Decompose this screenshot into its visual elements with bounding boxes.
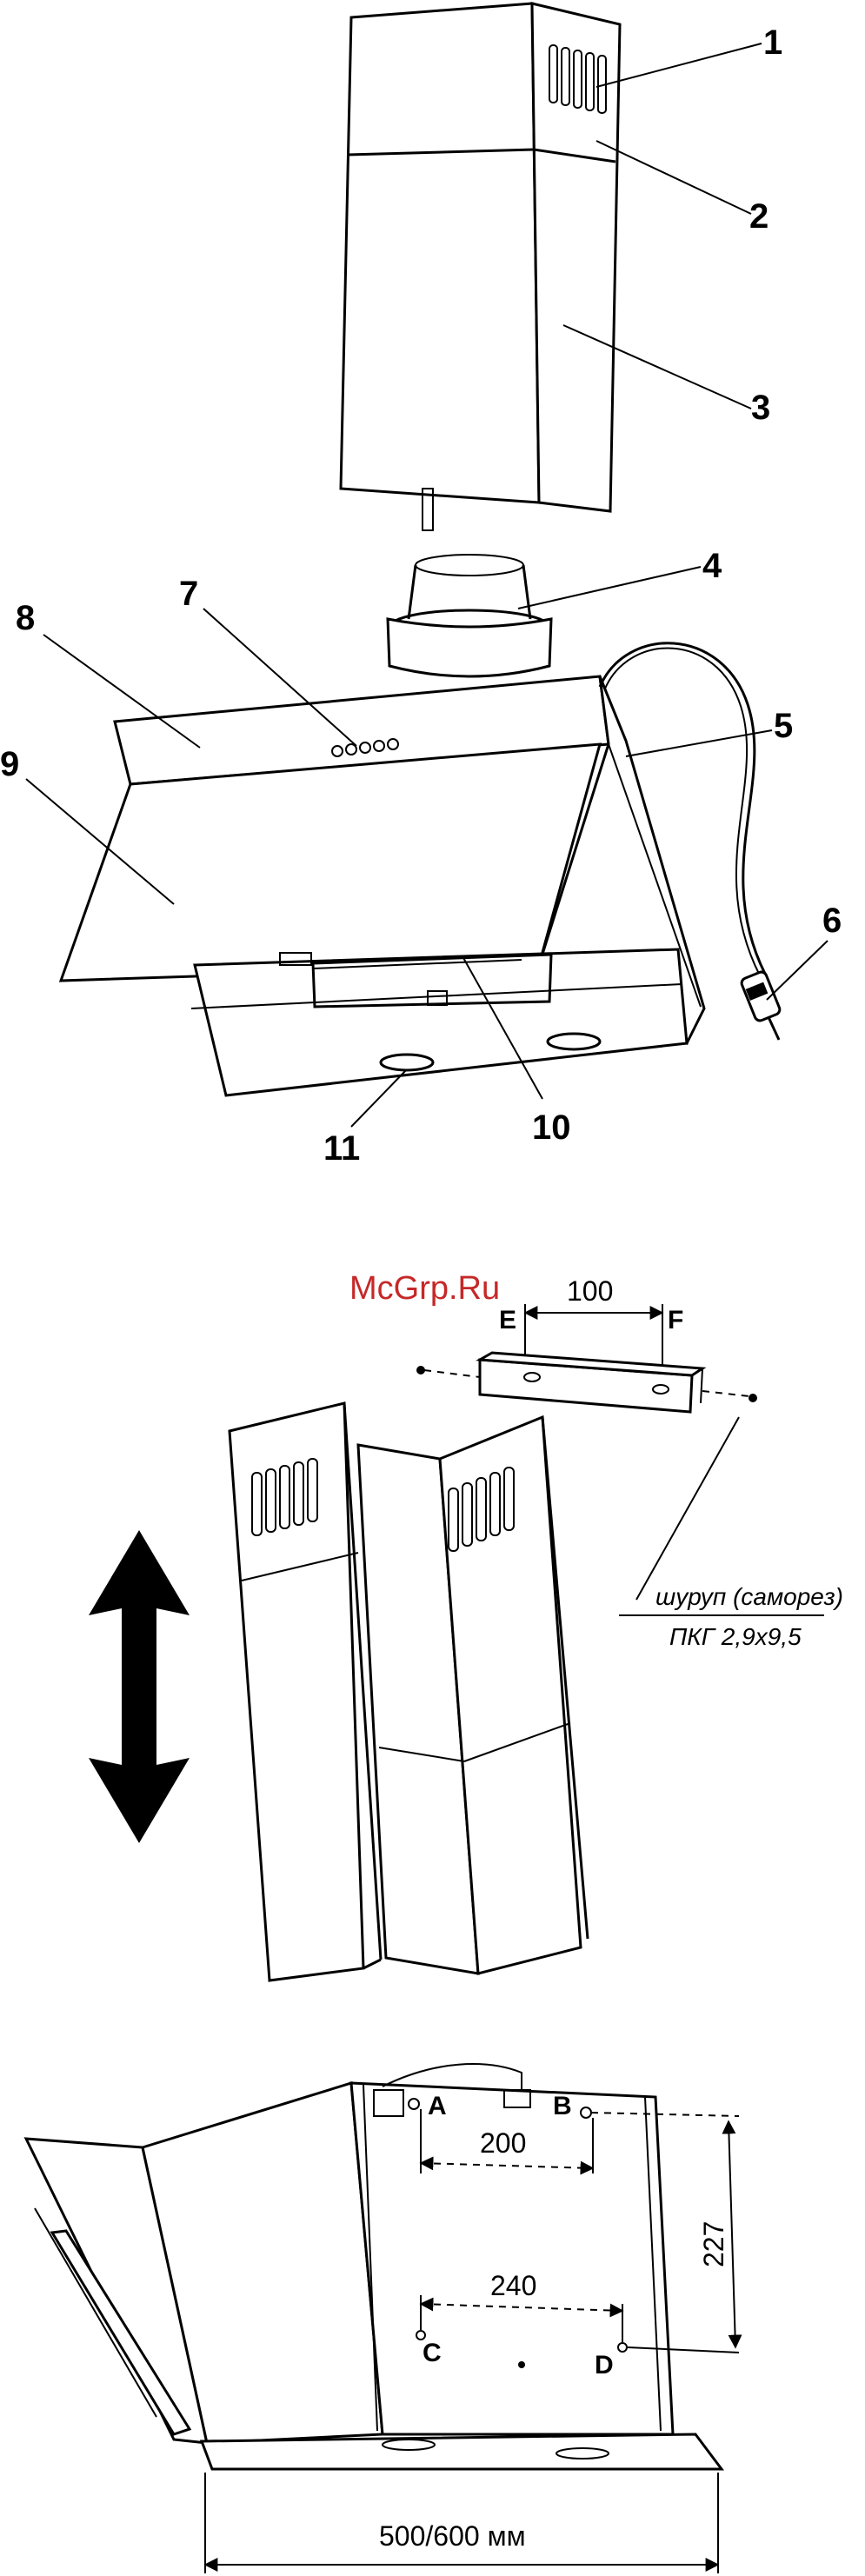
hood-body [61, 676, 704, 1095]
callout-9: 9 [0, 745, 19, 783]
callout-6: 6 [822, 902, 842, 940]
mounting-view: A B C D 200 240 227 5 [26, 2064, 739, 2573]
point-b: B [553, 2092, 572, 2120]
chimney-right-half [358, 1417, 588, 1974]
dim-ab-label: 200 [480, 2127, 526, 2159]
point-a: A [428, 2092, 447, 2120]
point-d: D [595, 2351, 614, 2380]
callout-10: 10 [532, 1108, 571, 1147]
dim-width-label: 500/600 мм [379, 2520, 526, 2552]
duct-adapter [388, 555, 551, 676]
dim-height-label: 227 [698, 2221, 729, 2267]
bracket-dim-label: 100 [567, 1275, 613, 1307]
callout-3: 3 [751, 389, 770, 427]
back-plate [351, 2064, 673, 2434]
callout-7: 7 [179, 575, 198, 613]
label-e: E [499, 1306, 516, 1335]
label-f: F [668, 1306, 683, 1335]
chimney-cover [341, 3, 620, 530]
dim-width: 500/600 мм [205, 2473, 718, 2573]
hood-base [202, 2434, 722, 2469]
callout-4: 4 [702, 547, 722, 585]
watermark: McGrp.Ru [349, 1270, 500, 1307]
callout-2: 2 [749, 197, 769, 236]
screw-note-line2: ПКГ 2,9х9,5 [669, 1623, 802, 1650]
wall-bracket [416, 1353, 757, 1412]
callout-8: 8 [16, 599, 35, 637]
callout-1: 1 [763, 23, 782, 62]
exploded-view: 1 2 3 4 5 6 7 8 9 10 11 [0, 3, 842, 1168]
chimney-assembly: 100 E F шуруп (саморез) ПКГ 2,9х9,5 [89, 1275, 843, 1980]
double-vertical-arrow-icon [89, 1530, 190, 1843]
callout-5: 5 [774, 707, 793, 745]
callout-11: 11 [323, 1129, 360, 1168]
chimney-left-half [230, 1403, 381, 1980]
screw-note-line1: шуруп (саморез) [655, 1583, 843, 1610]
screw-note: шуруп (саморез) ПКГ 2,9х9,5 [619, 1417, 843, 1650]
plug-icon [740, 970, 781, 1040]
dim-cd-label: 240 [490, 2270, 536, 2301]
point-c: C [423, 2339, 442, 2367]
